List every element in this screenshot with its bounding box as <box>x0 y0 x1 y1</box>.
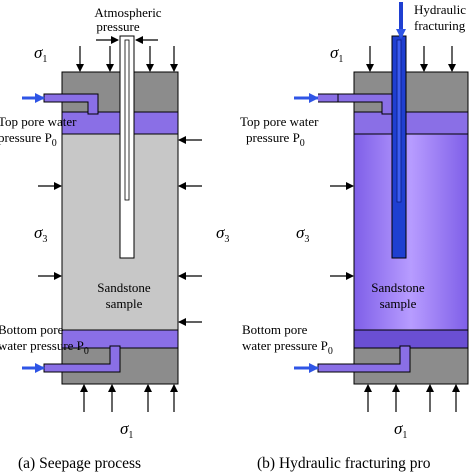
panel-b-bottom-pore-label-1: Bottom pore <box>242 322 308 337</box>
panel-a-left-confining-arrows <box>38 182 62 280</box>
panel-a-top-pore-label-2: pressure P0 <box>0 130 57 149</box>
panel-a-seepage: Atmospheric pressure σ1 Top pore water p… <box>0 5 229 472</box>
panel-b-top-water-layer <box>353 111 469 135</box>
panel-b-fracturing-label-1: Hydraulic <box>414 2 466 17</box>
panel-b-sample-label-2: sample <box>380 296 417 311</box>
panel-a-bottom-pore-label-2: water pressure P0 <box>0 338 89 357</box>
panel-b-sigma1-top: σ1 <box>330 43 343 65</box>
panel-a-bottom-pore-label-1: Bottom pore <box>0 322 64 337</box>
panel-a-atmospheric-label-1: Atmospheric <box>94 5 161 20</box>
panel-a-sigma1-top: σ1 <box>34 43 47 65</box>
panel-b-top-pipe-open <box>318 93 339 103</box>
panel-b-bottom-load-arrows <box>364 384 460 412</box>
panel-b-top-load-arrows <box>366 46 456 72</box>
panel-a-top-pore-label-1: Top pore water <box>0 114 77 129</box>
panel-a-sigma3-right: σ3 <box>216 223 229 245</box>
panel-b-bottom-pore-label-2: water pressure P0 <box>242 338 333 357</box>
panel-a-top-load-arrows <box>76 46 178 72</box>
panel-a-bottom-load-arrows <box>80 384 178 412</box>
panel-b-caption: (b) Hydraulic fracturing pro <box>257 455 431 472</box>
panel-b-bottom-water-layer <box>353 329 469 349</box>
panel-a-tube-inner <box>124 39 130 201</box>
panel-a-atmospheric-label-2: pressure <box>96 19 140 34</box>
panel-a-sigma3-left: σ3 <box>34 223 47 245</box>
panel-b-fractured-sample <box>353 133 469 331</box>
panel-b-top-pore-label-2: pressure P0 <box>246 130 305 149</box>
panel-a-right-confining-arrows <box>178 136 202 326</box>
panel-b-top-cap <box>353 71 469 113</box>
panel-a-sample-label-2: sample <box>106 296 143 311</box>
panel-a-sigma1-bottom: σ1 <box>120 419 133 441</box>
panel-b-sigma3-left: σ3 <box>296 223 309 245</box>
panel-a-caption: (a) Seepage process <box>18 455 141 472</box>
panel-b-fracturing-label-2: fracturing <box>414 18 466 33</box>
panel-b-sigma1-bottom: σ1 <box>394 419 407 441</box>
panel-b-left-confining-arrows <box>330 182 354 280</box>
panel-b-top-pore-label-1: Top pore water <box>240 114 319 129</box>
panel-b-injection-tube-inner <box>396 39 402 203</box>
panel-b-sample-label-1: Sandstone <box>371 280 425 295</box>
panel-b-hydraulic-fracturing: Hydraulic fracturing σ1 Top pore water p… <box>240 2 469 472</box>
panel-a-sample-label-1: Sandstone <box>97 280 151 295</box>
